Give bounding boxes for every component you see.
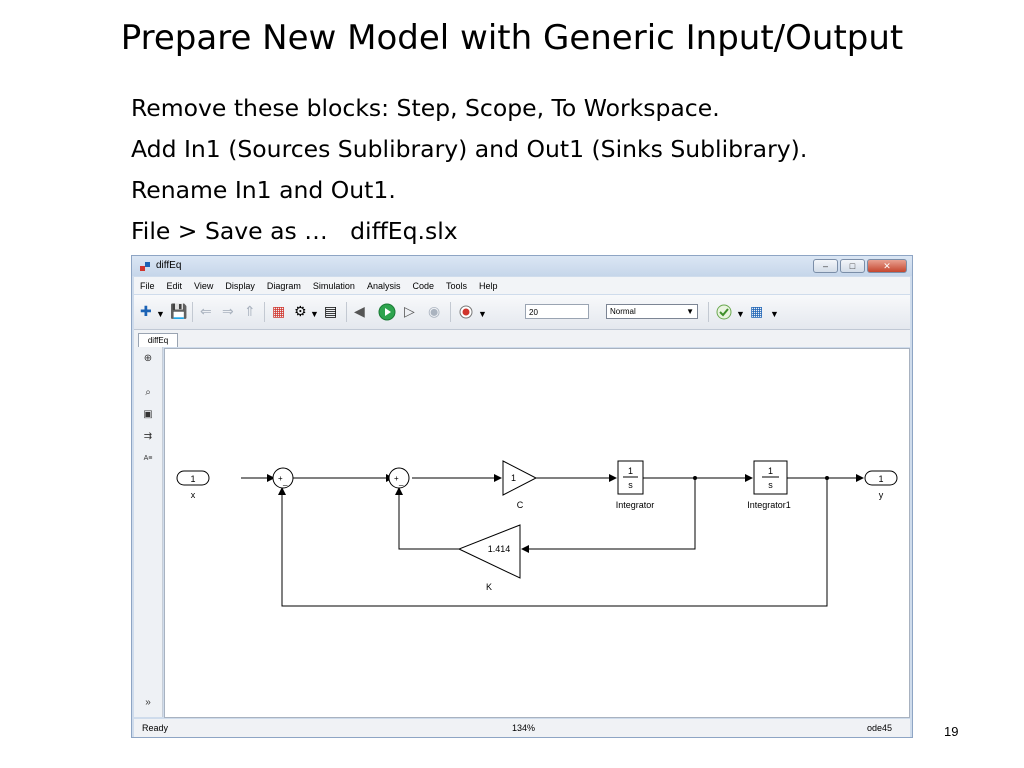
svg-text:+: + — [394, 474, 399, 483]
menu-analysis[interactable]: Analysis — [366, 280, 401, 291]
model-explorer-icon[interactable]: ▤ — [324, 303, 338, 319]
fit-view-icon[interactable]: ▣ — [143, 409, 153, 420]
expand-icon[interactable]: » — [145, 697, 151, 708]
branch-point — [693, 476, 697, 480]
menu-bar: File Edit View Display Diagram Simulatio… — [134, 277, 910, 294]
svg-text:_: _ — [282, 477, 288, 486]
run-icon[interactable] — [378, 303, 396, 321]
stop-time-input[interactable]: 20 — [525, 304, 589, 319]
instruction-text: Remove these blocks: Step, Scope, To Wor… — [131, 88, 1011, 252]
slide-title: Prepare New Model with Generic Input/Out… — [120, 18, 904, 58]
menu-file[interactable]: File — [140, 280, 155, 291]
svg-text:1: 1 — [511, 473, 516, 483]
simulation-mode-select[interactable]: Normal ▼ — [606, 304, 698, 319]
status-text: Ready — [142, 723, 169, 733]
instruction-line-2: Add In1 (Sources Sublibrary) and Out1 (S… — [131, 135, 808, 163]
svg-text:_: _ — [398, 477, 404, 486]
status-bar: Ready 134% ode45 — [134, 719, 910, 737]
outport-label: y — [879, 490, 884, 500]
model-canvas[interactable]: 1 x + _ + _ 1 C — [164, 348, 910, 718]
inport-block[interactable]: 1 — [176, 470, 210, 486]
toolbar: ✚ ▼ 💾 ⇐ ⇒ ⇑ ▦ ⚙ ▼ ▤ ◀ ▷ ◉ ▼ 20 Normal ▼ … — [134, 295, 910, 330]
menu-display[interactable]: Display — [225, 280, 255, 291]
arrow-icon[interactable]: ⇉ — [143, 431, 153, 442]
instruction-line-4: File > Save as … diffEq.slx — [131, 217, 458, 245]
tab-diffeq[interactable]: diffEq — [138, 333, 178, 347]
instruction-line-1: Remove these blocks: Step, Scope, To Wor… — [131, 94, 720, 122]
signal-lines — [241, 474, 864, 607]
svg-text:s: s — [768, 480, 773, 490]
branch-point — [825, 476, 829, 480]
gear-icon[interactable]: ⚙ — [294, 303, 307, 319]
zoom-icon[interactable]: ⌕ — [145, 387, 151, 398]
chevron-down-icon[interactable]: ▼ — [156, 309, 165, 319]
chevron-down-icon: ▼ — [686, 307, 694, 316]
up-icon[interactable]: ⇑ — [244, 303, 256, 319]
tab-strip: diffEq — [134, 330, 910, 347]
library-browser-icon[interactable]: ▦ — [272, 303, 286, 319]
menu-simulation[interactable]: Simulation — [312, 280, 355, 291]
integrator1-block[interactable]: 1 s — [753, 460, 788, 495]
menu-edit[interactable]: Edit — [166, 280, 183, 291]
hide-browser-icon[interactable]: ⊕ — [143, 353, 153, 364]
simulink-icon — [140, 262, 150, 271]
svg-text:s: s — [628, 480, 633, 490]
solver-name: ode45 — [867, 723, 893, 733]
menu-help[interactable]: Help — [479, 280, 498, 291]
menu-code[interactable]: Code — [412, 280, 434, 291]
integrator-block[interactable]: 1 s — [617, 460, 644, 495]
data-inspector-icon[interactable]: ▦ — [750, 303, 764, 319]
step-forward-icon[interactable]: ▷ — [404, 303, 415, 319]
stop-icon[interactable]: ◉ — [428, 303, 441, 319]
zoom-level: 134% — [512, 723, 536, 733]
check-icon[interactable] — [716, 304, 732, 320]
step-back-icon[interactable]: ◀ — [354, 303, 365, 319]
close-button[interactable]: ✕ — [867, 259, 907, 273]
integrator-label: Integrator — [616, 500, 655, 510]
integrator1-label: Integrator1 — [747, 500, 791, 510]
sum-block[interactable]: + _ — [272, 467, 294, 489]
new-model-icon[interactable]: ✚ — [140, 303, 152, 319]
record-icon[interactable] — [458, 304, 474, 320]
gain-c-label: C — [517, 500, 524, 510]
maximize-button[interactable]: □ — [840, 259, 865, 273]
menu-view[interactable]: View — [194, 280, 214, 291]
chevron-down-icon[interactable]: ▼ — [478, 309, 487, 319]
svg-text:1: 1 — [628, 466, 633, 476]
svg-text:+: + — [278, 474, 283, 483]
block-palette: ⊕ ⌕ ▣ ⇉ A≡ » — [134, 347, 163, 717]
gain-k-label: K — [486, 582, 492, 592]
save-icon[interactable]: 💾 — [170, 303, 188, 319]
back-icon[interactable]: ⇐ — [200, 303, 212, 319]
instruction-line-3: Rename In1 and Out1. — [131, 176, 396, 204]
annotation-icon[interactable]: A≡ — [143, 455, 153, 462]
sum-block-2[interactable]: + _ — [388, 467, 410, 489]
menu-tools[interactable]: Tools — [445, 280, 467, 291]
svg-text:1: 1 — [768, 466, 773, 476]
simulink-window: diffEq – □ ✕ File Edit View Display Diag… — [131, 255, 913, 738]
simulation-mode-value: Normal — [610, 307, 636, 316]
chevron-down-icon[interactable]: ▼ — [736, 309, 745, 319]
forward-icon[interactable]: ⇒ — [222, 303, 234, 319]
window-title: diffEq — [156, 260, 182, 271]
svg-text:1: 1 — [878, 474, 883, 484]
menu-diagram[interactable]: Diagram — [266, 280, 301, 291]
svg-text:1.414: 1.414 — [488, 544, 511, 554]
gain-block-k[interactable]: 1.414 — [457, 524, 521, 579]
chevron-down-icon[interactable]: ▼ — [770, 309, 779, 319]
page-number: 19 — [944, 724, 959, 739]
gain-block-c[interactable]: 1 — [502, 460, 538, 496]
inport-label: x — [191, 490, 196, 500]
outport-block[interactable]: 1 — [864, 470, 898, 486]
minimize-button[interactable]: – — [813, 259, 838, 273]
window-titlebar[interactable]: diffEq – □ ✕ — [132, 256, 912, 276]
chevron-down-icon[interactable]: ▼ — [310, 309, 319, 319]
svg-text:1: 1 — [190, 474, 195, 484]
